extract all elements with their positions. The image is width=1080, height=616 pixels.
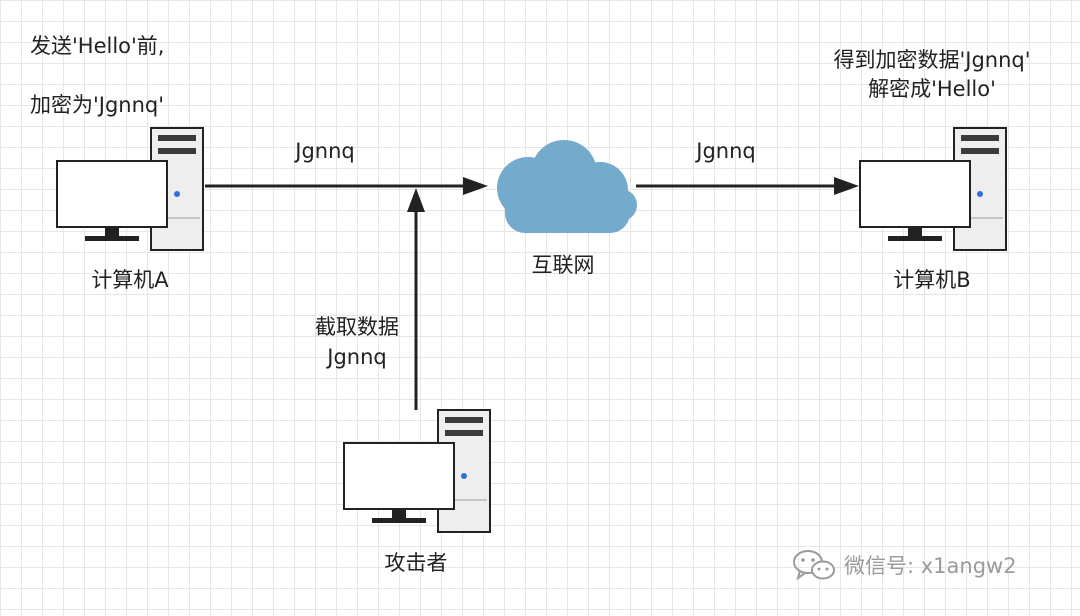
wechat-watermark: 微信号: x1angw2 bbox=[792, 548, 1017, 582]
computer-b-note-line1: 得到加密数据'Jgnnq' bbox=[833, 48, 1031, 72]
node-label-internet: 互联网 bbox=[531, 253, 595, 277]
computer-a-icon bbox=[56, 127, 204, 251]
arrowhead-intercept bbox=[407, 188, 425, 212]
watermark-text: 微信号: x1angw2 bbox=[844, 554, 1017, 578]
computer-a-note-line1: 发送'Hello'前, bbox=[30, 34, 165, 58]
node-label-attacker: 攻击者 bbox=[384, 551, 448, 575]
wechat-icon bbox=[793, 550, 835, 581]
attacker-computer-icon bbox=[343, 409, 491, 533]
node-label-computer-b: 计算机B bbox=[893, 268, 971, 292]
edge-label-internet-to-b: Jgnnq bbox=[696, 139, 756, 163]
arrowhead-to-internet bbox=[463, 177, 488, 195]
computer-b-icon bbox=[859, 127, 1007, 251]
computer-b-note-line2: 解密成'Hello' bbox=[868, 77, 996, 101]
arrowhead-to-computer-b bbox=[834, 177, 859, 195]
intercept-label-line2: Jgnnq bbox=[327, 345, 387, 369]
computer-a-note-line2: 加密为'Jgnnq' bbox=[30, 93, 165, 117]
node-label-computer-a: 计算机A bbox=[91, 268, 169, 292]
edge-label-a-to-internet: Jgnnq bbox=[295, 139, 355, 163]
internet-cloud-icon bbox=[497, 140, 637, 233]
intercept-label-line1: 截取数据 bbox=[315, 315, 399, 339]
